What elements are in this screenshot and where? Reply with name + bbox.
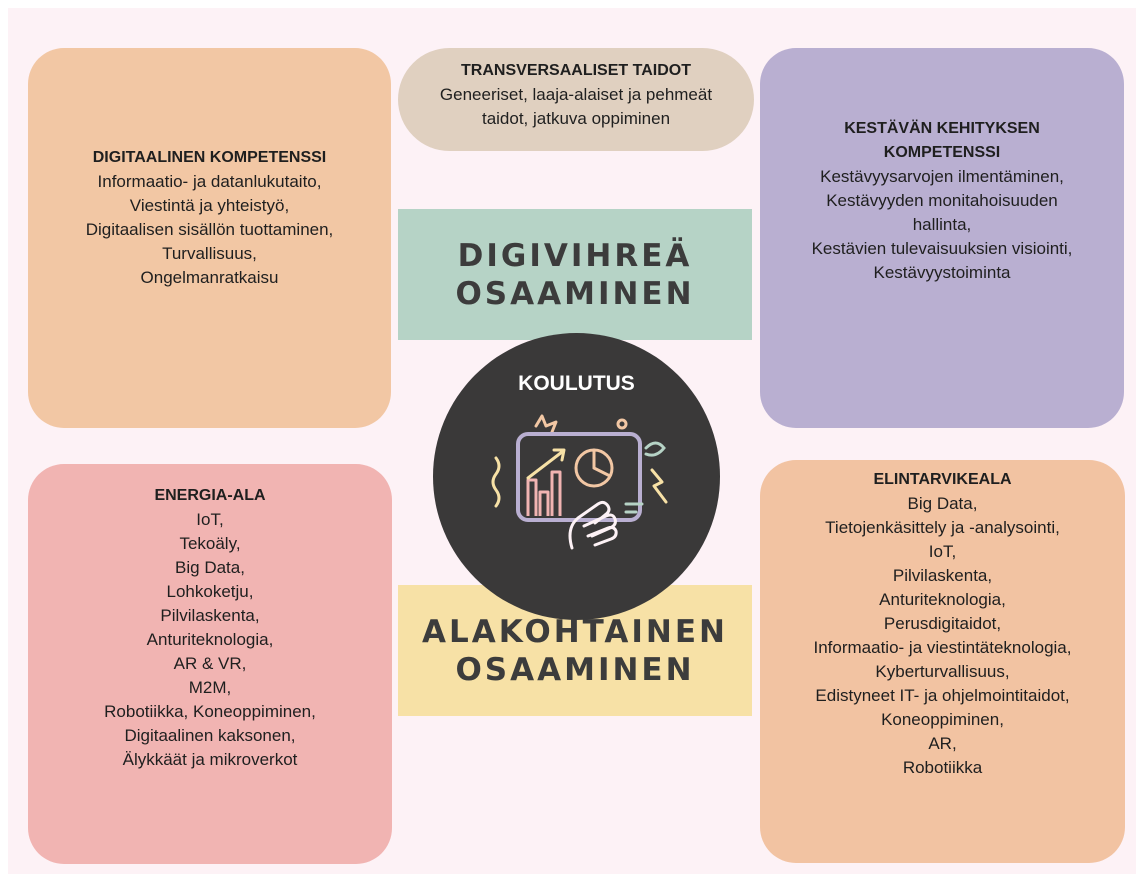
food-sector-item: Kyberturvallisuus,	[875, 662, 1010, 681]
food-sector-item: Anturiteknologia,	[879, 590, 1006, 609]
sustainability-competence-item: Kestävyysarvojen ilmentäminen,	[820, 167, 1064, 186]
transversal-skills-line: Geneeriset, laaja-alaiset ja pehmeät	[439, 85, 713, 104]
digital-competence-title: DIGITAALINEN KOMPETENSSI	[92, 149, 327, 166]
food-sector-item: Edistyneet IT- ja ohjelmointitaidot,	[815, 686, 1070, 705]
digital-competence-box: DIGITAALINEN KOMPETENSSI Informaatio- ja…	[28, 48, 391, 428]
food-sector-item: Tietojenkäsittely ja -analysointi,	[825, 518, 1060, 537]
digital-competence-item: Turvallisuus,	[162, 244, 257, 263]
energy-sector-item: Big Data,	[175, 558, 245, 577]
education-analytics-illustration-icon	[491, 414, 668, 550]
diagram-canvas: TRANSVERSAALISET TAIDOT Geneeriset, laaj…	[8, 8, 1136, 874]
energy-sector-item: Digitaalinen kaksonen,	[124, 726, 296, 745]
food-sector-box: ELINTARVIKEALA Big Data, Tietojenkäsitte…	[760, 460, 1125, 863]
sustainability-competence-title: KESTÄVÄN KEHITYKSEN	[844, 120, 1040, 137]
food-sector-item: Perusdigitaidot,	[883, 614, 1002, 633]
sustainability-competence-title: KOMPETENSSI	[883, 144, 1001, 161]
energy-sector-item: AR & VR,	[173, 654, 247, 673]
sustainability-competence-item: hallinta,	[912, 215, 972, 234]
energy-sector-item: M2M,	[188, 678, 232, 697]
food-sector-item: Big Data,	[907, 494, 978, 513]
food-sector-title: ELINTARVIKEALA	[873, 471, 1012, 488]
energy-sector-box: ENERGIA-ALA IoT, Tekoäly, Big Data, Lohk…	[28, 464, 392, 864]
digital-competence-item: Informaatio- ja datanlukutaito,	[97, 172, 322, 191]
energy-sector-item: Robotiikka, Koneoppiminen,	[104, 702, 316, 721]
energy-sector-item: IoT,	[196, 510, 224, 529]
food-sector-item: Pilvilaskenta,	[892, 566, 993, 585]
energy-sector-title: ENERGIA-ALA	[154, 487, 266, 504]
digital-competence-item: Viestintä ja yhteistyö,	[129, 196, 290, 215]
center-education-label: KOULUTUS	[518, 372, 635, 395]
digital-competence-item: Ongelmanratkaisu	[140, 268, 279, 287]
food-sector-item: AR,	[928, 734, 957, 753]
food-sector-item: IoT,	[928, 542, 957, 561]
sector-band-line: OSAAMINEN	[455, 651, 695, 688]
digigreen-competence-band: DIGIVIHREÄ OSAAMINEN	[398, 209, 752, 340]
transversal-skills-title: TRANSVERSAALISET TAIDOT	[461, 62, 691, 79]
energy-sector-item: Älykkäät ja mikroverkot	[122, 750, 298, 769]
energy-sector-item: Anturiteknologia,	[146, 630, 274, 649]
digital-competence-item: Digitaalisen sisällön tuottaminen,	[85, 220, 334, 239]
energy-sector-item: Pilvilaskenta,	[160, 606, 260, 625]
food-sector-item: Robotiikka	[902, 758, 983, 777]
digigreen-band-line: OSAAMINEN	[455, 275, 695, 312]
energy-sector-item: Lohkoketju,	[166, 582, 254, 601]
sustainability-competence-box: KESTÄVÄN KEHITYKSEN KOMPETENSSI Kestävyy…	[760, 48, 1124, 428]
digigreen-band-line: DIGIVIHREÄ	[457, 237, 693, 274]
food-sector-item: Koneoppiminen,	[881, 710, 1004, 729]
energy-sector-item: Tekoäly,	[179, 534, 241, 553]
sustainability-competence-item: Kestävien tulevaisuuksien visiointi,	[811, 239, 1073, 258]
sustainability-competence-item: Kestävyyden monitahoisuuden	[826, 191, 1058, 210]
transversal-skills-box: TRANSVERSAALISET TAIDOT Geneeriset, laaj…	[398, 48, 754, 151]
food-sector-item: Informaatio- ja viestintäteknologia,	[813, 638, 1072, 657]
sustainability-competence-item: Kestävyystoiminta	[873, 263, 1011, 282]
transversal-skills-line: taidot, jatkuva oppiminen	[481, 109, 671, 128]
